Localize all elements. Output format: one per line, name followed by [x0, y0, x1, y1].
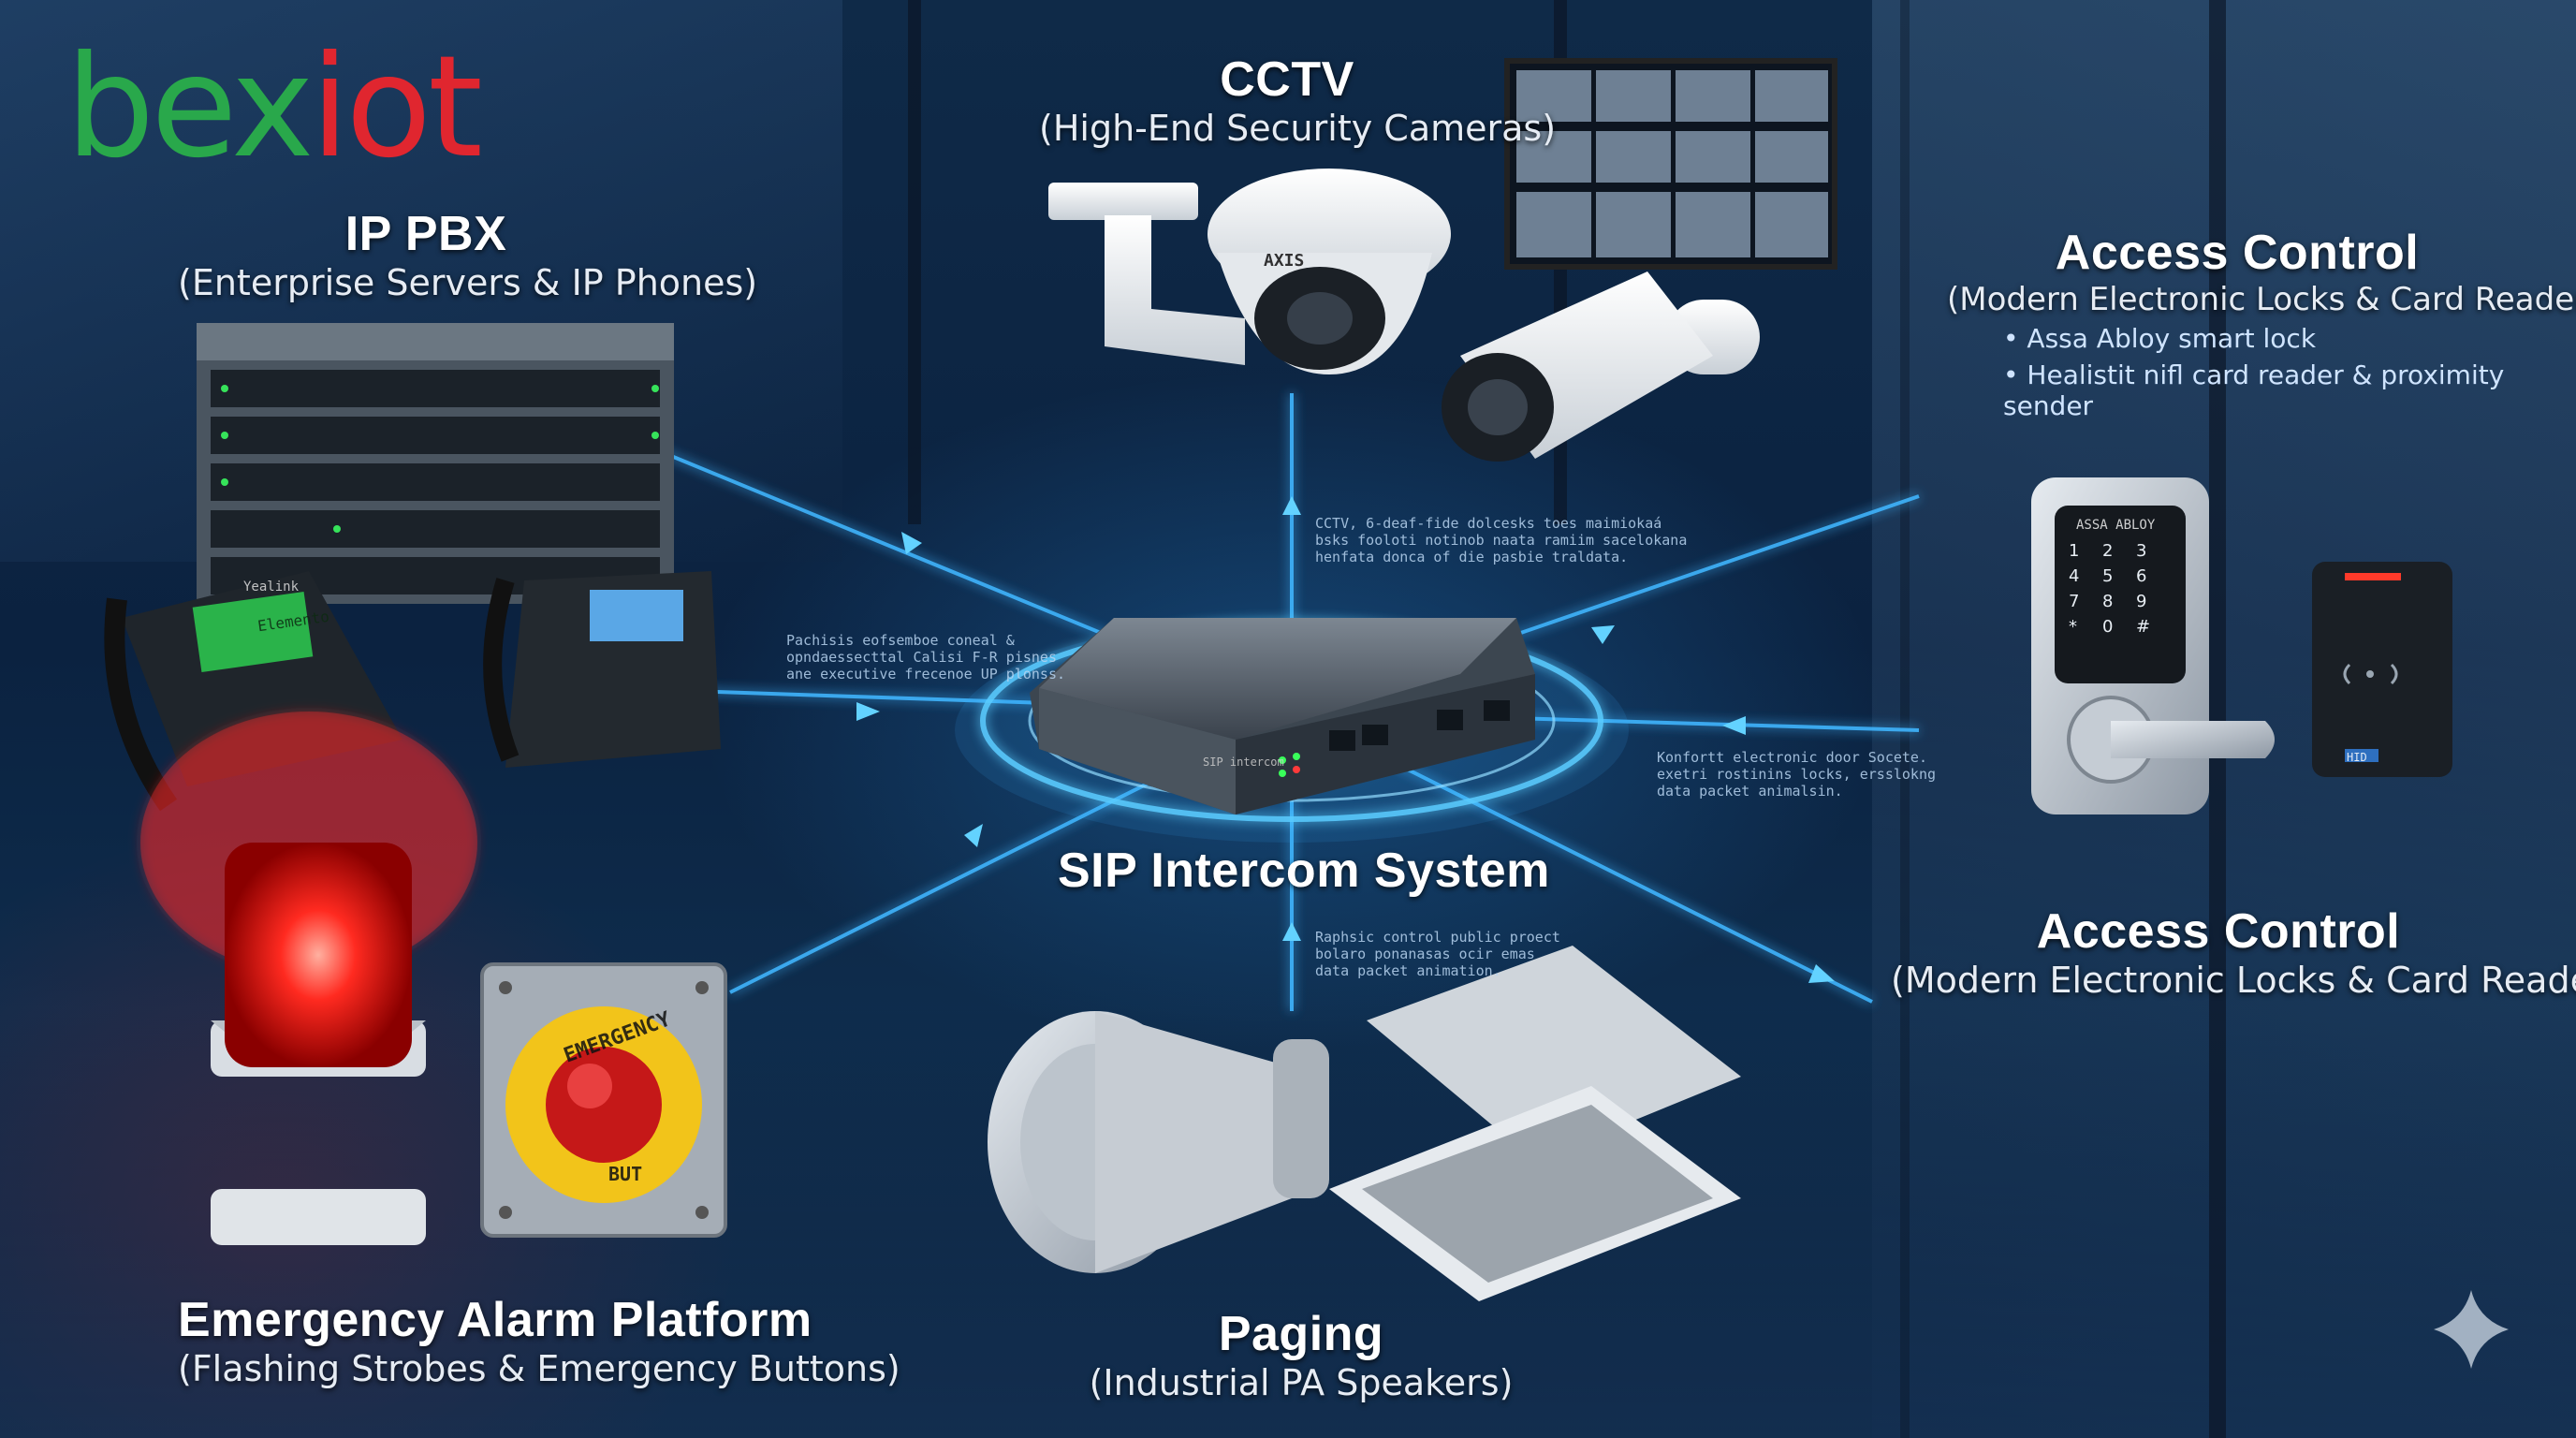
ip-pbx-subtitle: (Enterprise Servers & IP Phones) — [178, 262, 758, 303]
access-control-right-label: Access Control (Modern Electronic Locks … — [1891, 903, 2576, 1001]
access-control-right-title: Access Control — [2036, 904, 2401, 959]
annotation-line: data packet animation. — [1315, 962, 1501, 979]
annotation-line: ane executive frecenoe UP plonss. — [786, 666, 1066, 682]
access-control-top-label: Access Control (Modern Electronic Locks … — [1947, 225, 2576, 318]
window-mullion — [908, 0, 921, 524]
flow-arrows — [856, 496, 1835, 983]
emergency-subtitle: (Flashing Strobes & Emergency Buttons) — [178, 1348, 900, 1389]
hub-label: SIP Intercom System — [1058, 843, 1550, 899]
keypad-key[interactable]: 9 — [2136, 592, 2147, 611]
keypad-key[interactable]: 2 — [2102, 541, 2114, 561]
bexiot-logo: bexiot — [66, 37, 483, 178]
reader-brand: HID — [2347, 751, 2367, 764]
arrow-diag — [1591, 625, 1615, 644]
annotation-line: henfata donca of die pasbie traldata. — [1315, 549, 1629, 565]
arrow-right — [856, 702, 880, 721]
security-monitor — [1504, 58, 1837, 270]
emergency-title: Emergency Alarm Platform — [178, 1293, 812, 1347]
arrow-left — [1722, 716, 1746, 735]
ip-pbx-title: IP PBX — [344, 207, 507, 261]
arrow-up — [1282, 922, 1301, 941]
hub-device-label: SIP intercom — [1203, 756, 1284, 769]
annotation-line: exetri rostinins locks, ersslokng — [1657, 766, 1937, 783]
keypad-key[interactable]: 1 — [2069, 541, 2080, 561]
access-control-top-subtitle: (Modern Electronic Locks & Card Readers) — [1947, 281, 2576, 318]
access-control-top-title: Access Control — [2055, 226, 2420, 280]
cctv-label: CCTV (High-End Security Cameras) — [1039, 51, 1557, 149]
keypad-key[interactable]: 5 — [2102, 566, 2114, 586]
window-mullion — [2209, 0, 2226, 1438]
annotation-line: Pachisis eofsemboe coneal & — [786, 632, 1015, 649]
annotation-cctv: CCTV, 6-deaf-fide dolcesks toes maimioka… — [1315, 515, 1687, 565]
cctv-title: CCTV — [1220, 52, 1354, 107]
smart-lock — [2031, 477, 2275, 814]
lock-brand: ASSA ABLOY — [2076, 518, 2156, 533]
ip-pbx-label: IP PBX (Enterprise Servers & IP Phones) — [178, 206, 758, 303]
camera-brand: AXIS — [1264, 251, 1305, 271]
logo-text-red: iot — [310, 26, 483, 189]
sip-intercom-device — [1030, 618, 1535, 814]
annotation-access: Konfortt electronic door Socete. exetri … — [1657, 749, 1936, 800]
annotation-line: opndaessecttal Calisi F-R pisnes — [786, 649, 1057, 666]
annotation-line: bolaro ponanasas ocir emas — [1315, 946, 1535, 962]
paging-label: Paging (Industrial PA Speakers) — [1076, 1306, 1526, 1403]
arrow-diag — [901, 532, 922, 554]
access-control-bullets: • Assa Abloy smart lock • Healistit nifl… — [2003, 323, 2576, 427]
annotation-line: Raphsic control public proect — [1315, 929, 1560, 946]
ceiling-speaker — [1329, 946, 1741, 1301]
dome-camera — [1048, 169, 1451, 374]
arrow-up — [1282, 496, 1301, 515]
annotation-line: CCTV, 6-deaf-fide dolcesks toes maimioka… — [1315, 515, 1662, 532]
window-mullion — [1900, 0, 1910, 1438]
keypad-key[interactable]: 4 — [2069, 566, 2080, 586]
annotation-pbx: Pachisis eofsemboe coneal & opndaessectt… — [786, 632, 1065, 682]
keypad-key[interactable]: 6 — [2136, 566, 2147, 586]
logo-text-green: bex — [66, 26, 315, 189]
keypad-key[interactable]: 8 — [2102, 592, 2114, 611]
arrow-diag — [964, 824, 983, 847]
horn-speaker — [988, 1011, 1329, 1273]
keypad-key[interactable]: # — [2136, 617, 2151, 637]
ip-phone-small — [483, 571, 721, 768]
annotation-paging: Raphsic control public proect bolaro pon… — [1315, 929, 1560, 979]
keypad-key[interactable]: 3 — [2136, 541, 2147, 561]
keypad-key[interactable]: * — [2069, 617, 2077, 637]
hub-title: SIP Intercom System — [1058, 844, 1550, 898]
server-rack — [197, 323, 674, 604]
cctv-subtitle: (High-End Security Cameras) — [1039, 108, 1557, 149]
emergency-label: Emergency Alarm Platform (Flashing Strob… — [178, 1292, 900, 1389]
bullet-item: • Healistit nifl card reader & proximity… — [2003, 360, 2505, 421]
card-reader — [2312, 562, 2452, 777]
paging-subtitle: (Industrial PA Speakers) — [1089, 1362, 1514, 1403]
annotation-line: bsks fooloti notinob naata ramiim sacelo… — [1315, 532, 1688, 549]
bullet-item: • Assa Abloy smart lock — [2003, 323, 2317, 354]
paging-title: Paging — [1218, 1307, 1384, 1361]
keypad-key[interactable]: 7 — [2069, 592, 2080, 611]
annotation-line: Konfortt electronic door Socete. — [1657, 749, 1927, 766]
phone-brand: Yealink — [243, 580, 300, 594]
access-control-right-subtitle: (Modern Electronic Locks & Card Readers) — [1891, 960, 2576, 1001]
strobe-light — [140, 712, 477, 1245]
keypad-key[interactable]: 0 — [2102, 617, 2114, 637]
arrow-diag — [1808, 964, 1835, 983]
lock-keypad: 1 2 3 4 5 6 7 8 9 * 0 # — [2069, 541, 2162, 637]
annotation-line: data packet animalsin. — [1657, 783, 1843, 800]
emergency-button-text-lower: BUT — [608, 1163, 643, 1185]
bullet-camera — [1442, 271, 1760, 462]
emergency-button-box — [480, 962, 727, 1238]
